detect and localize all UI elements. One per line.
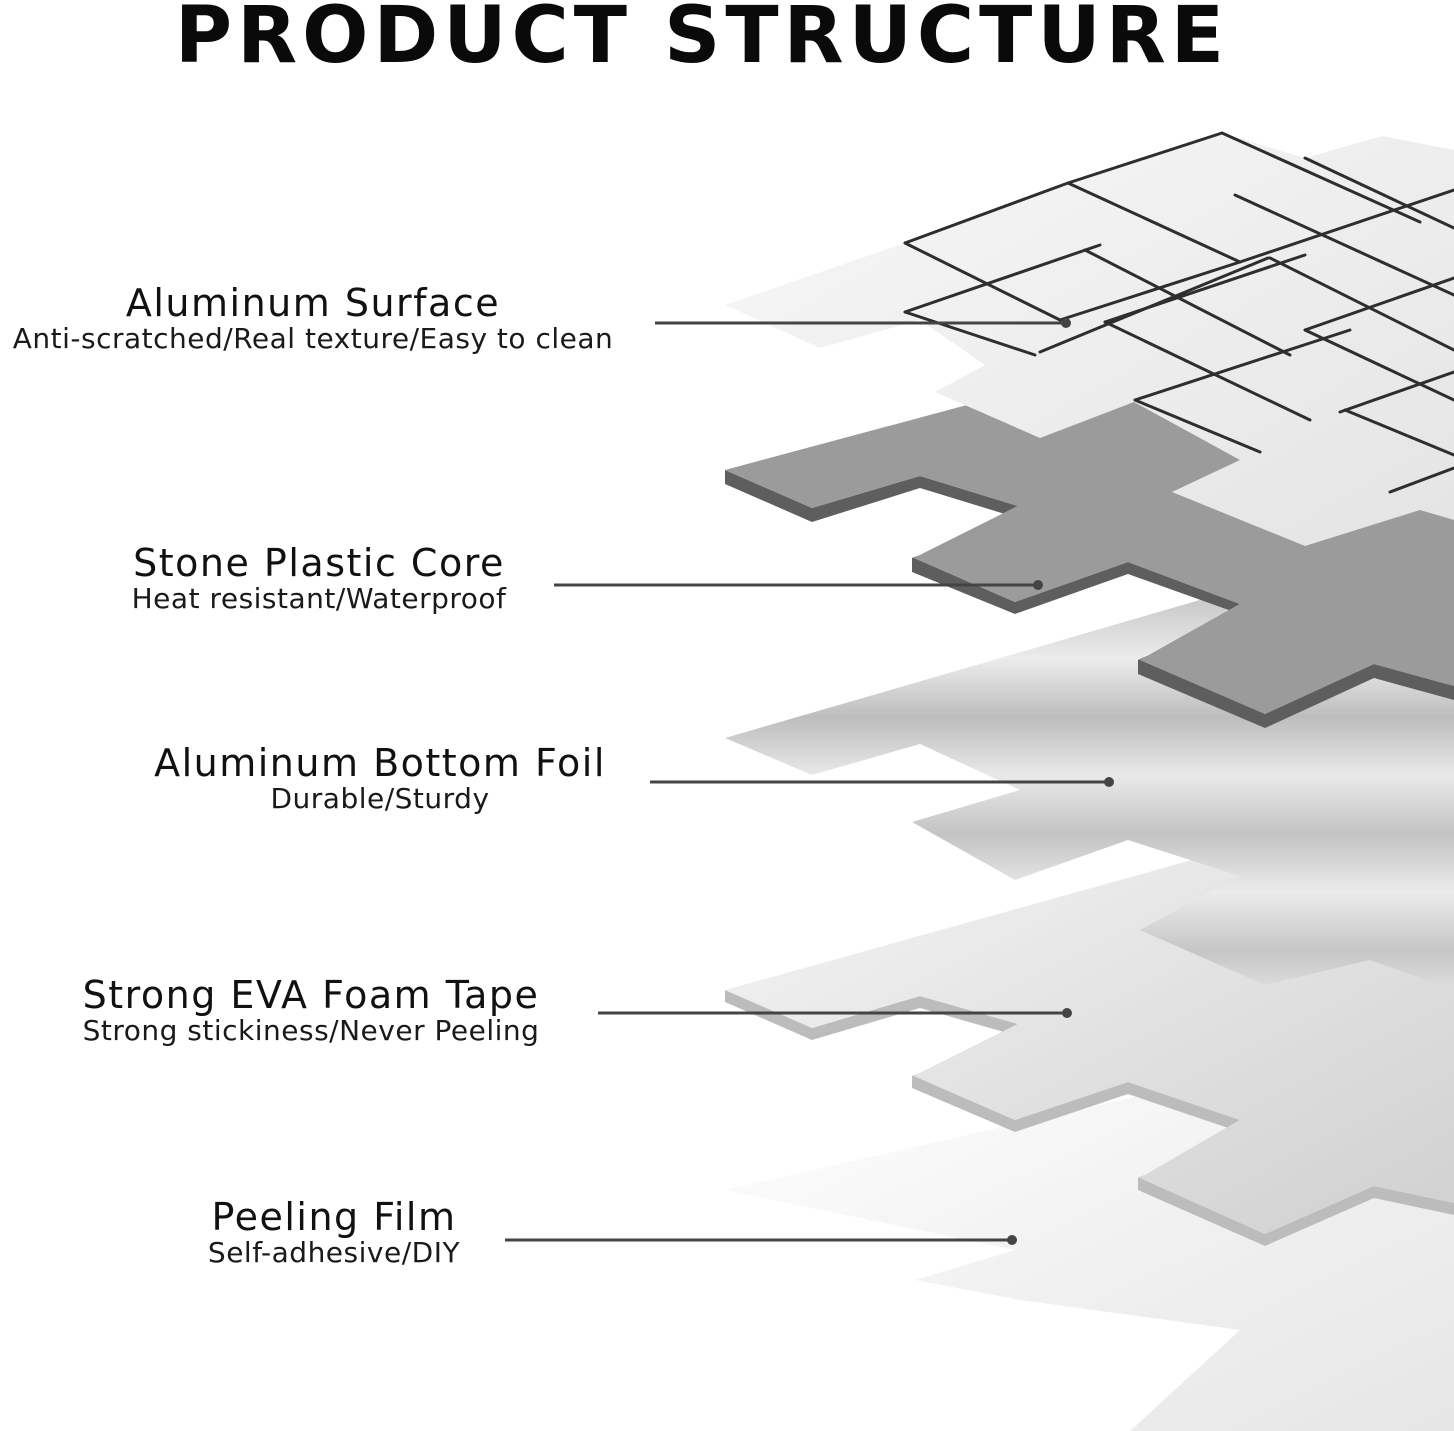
aluminum-surface-layer [725,131,1454,546]
layer-name: Stone Plastic Core [133,541,505,585]
layer-label-surface: Aluminum Surface Anti-scratched/Real tex… [0,282,626,354]
layer-desc: Heat resistant/Waterproof [131,582,507,615]
page-title: PRODUCT STRUCTURE [174,0,1230,81]
layer-name: Strong EVA Foam Tape [82,973,540,1017]
layer-name: Aluminum Bottom Foil [154,741,606,785]
surface-sheet [725,133,1454,546]
leader-dot-foil [1104,777,1114,787]
tile-grout-lines [903,131,1454,494]
layer-desc: Strong stickiness/Never Peeling [82,1014,540,1047]
leader-dot-surface [1061,318,1071,328]
layer-name: Peeling Film [211,1195,457,1239]
layer-desc: Self-adhesive/DIY [207,1236,461,1269]
layer-label-foam: Strong EVA Foam Tape Strong stickiness/N… [66,974,556,1046]
layer-label-film: Peeling Film Self-adhesive/DIY [184,1196,484,1268]
leader-dot-core [1033,580,1043,590]
leader-dot-film [1007,1235,1017,1245]
leader-lines [505,318,1114,1245]
layer-label-foil: Aluminum Bottom Foil Durable/Sturdy [140,742,620,814]
layer-name: Aluminum Surface [125,281,501,325]
layer-label-core: Stone Plastic Core Heat resistant/Waterp… [110,542,528,614]
layer-desc: Anti-scratched/Real texture/Easy to clea… [12,322,614,355]
leader-dot-foam [1062,1008,1072,1018]
layer-desc: Durable/Sturdy [270,782,490,815]
